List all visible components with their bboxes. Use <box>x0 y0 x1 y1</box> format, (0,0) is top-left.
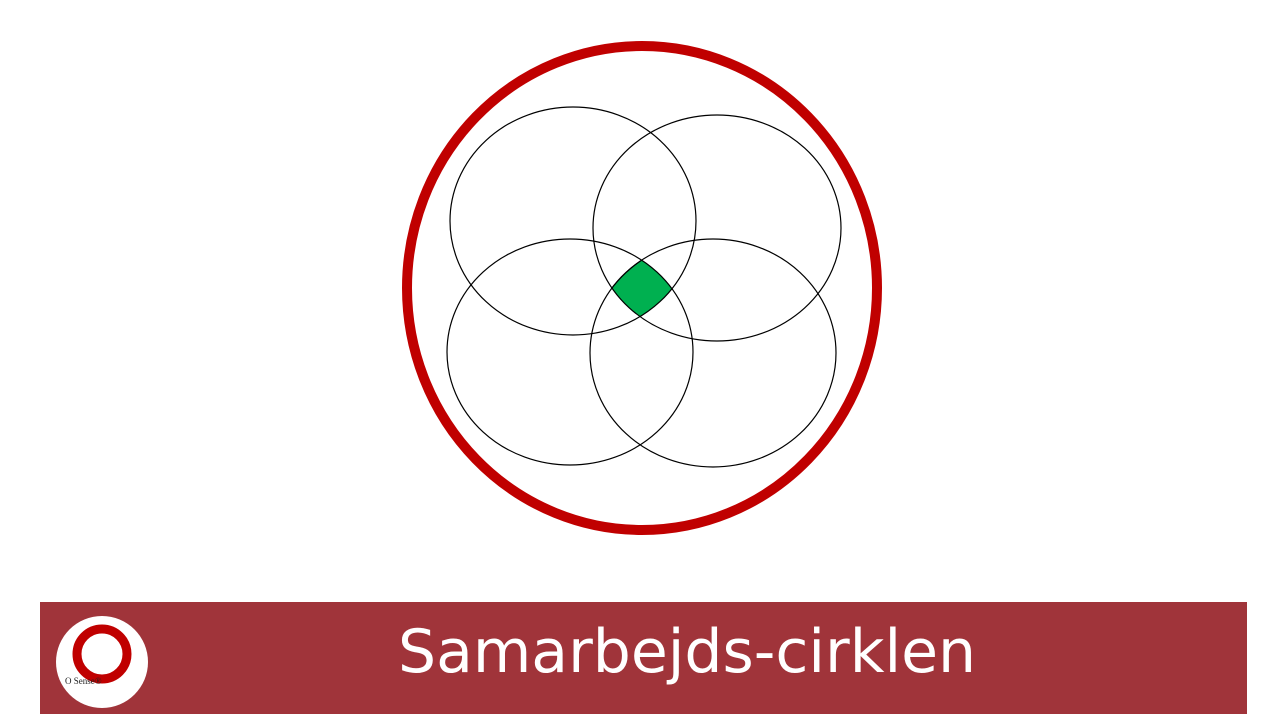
collaboration-circle-diagram <box>402 41 882 535</box>
circle-bottom-left <box>446 238 694 466</box>
o-sense-ring-icon <box>72 624 132 684</box>
circle-bottom-right <box>589 238 837 468</box>
circle-top-right <box>592 114 842 342</box>
page-title: Samarbejds-cirklen <box>398 617 977 687</box>
logo-text: O Sense® <box>65 676 102 686</box>
outer-red-ring <box>402 41 882 535</box>
o-sense-logo: O Sense® <box>56 616 148 708</box>
title-banner: O Sense® Samarbejds-cirklen <box>40 602 1247 714</box>
circle-top-left <box>449 106 697 336</box>
shared-overlap-region <box>593 239 693 335</box>
